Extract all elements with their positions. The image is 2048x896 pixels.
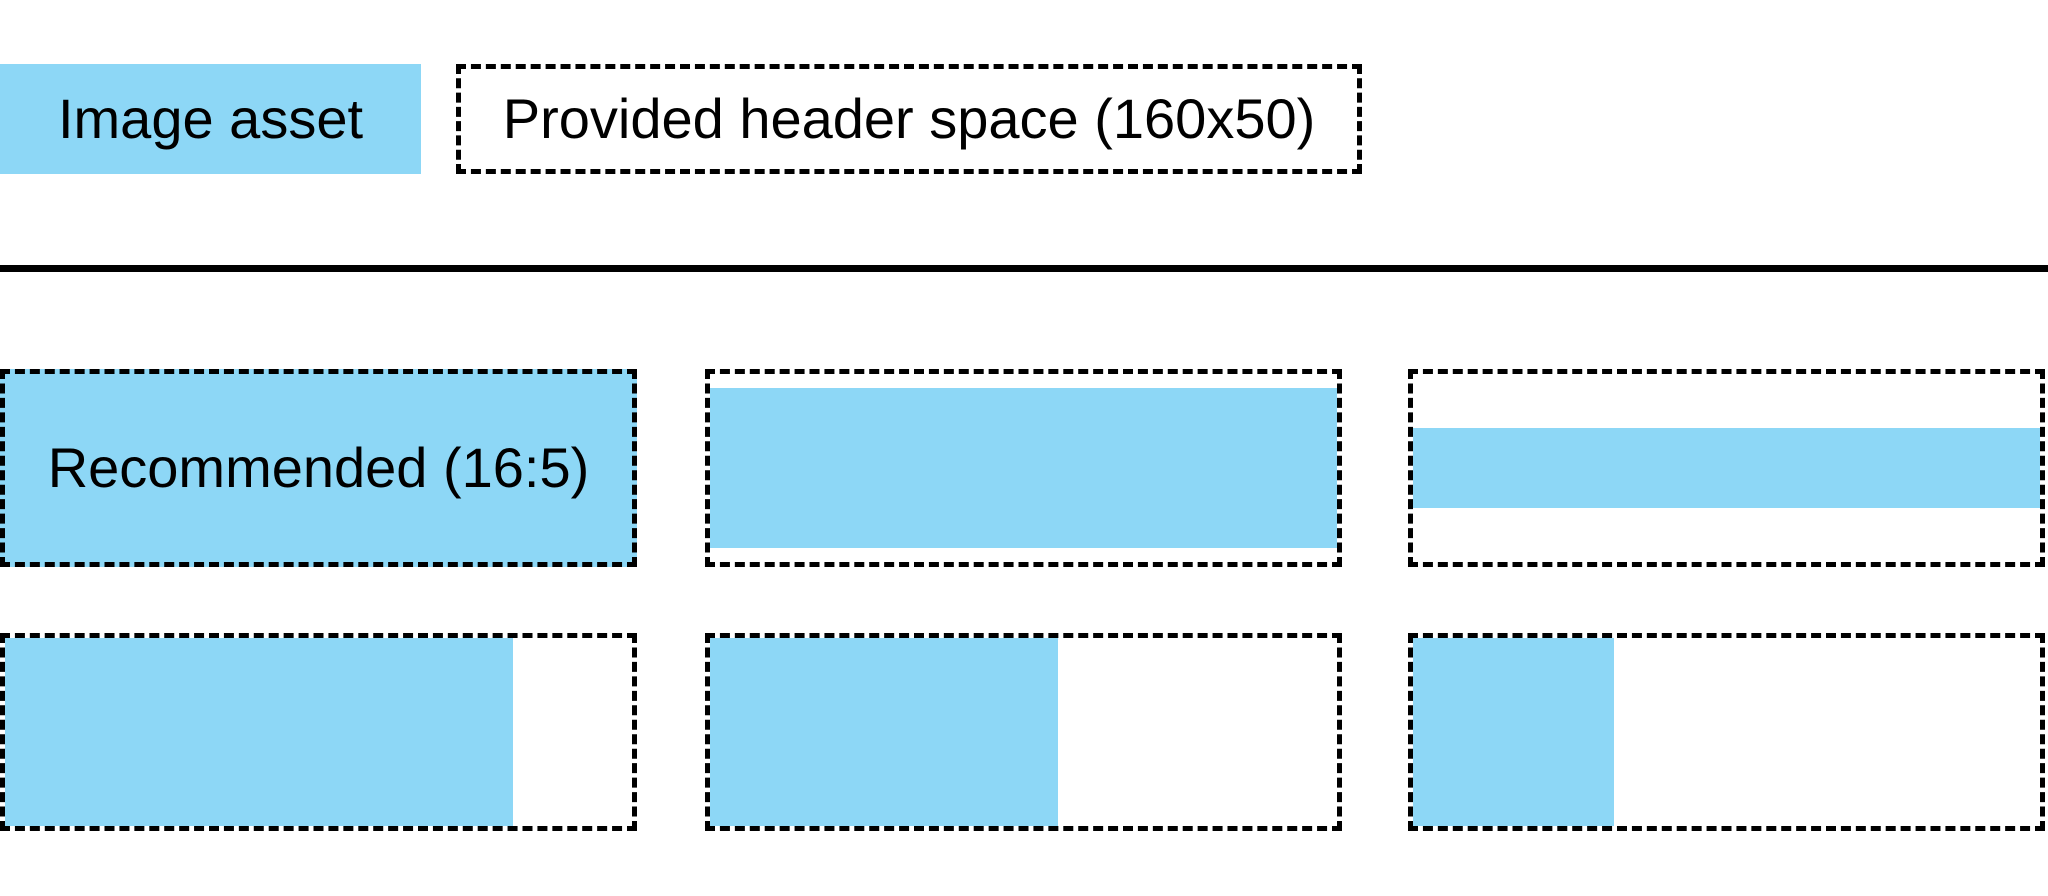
image-asset-fill	[710, 388, 1337, 548]
example-pillarbox-medium	[705, 633, 1342, 831]
image-asset-fill	[710, 638, 1058, 826]
example-letterbox-thick	[1408, 369, 2045, 567]
example-recommended-16-5: Recommended (16:5)	[0, 369, 637, 567]
section-divider	[0, 265, 2048, 272]
example-pillarbox-small	[0, 633, 637, 831]
legend-image-asset-swatch: Image asset	[0, 64, 421, 174]
legend-header-space-label: Provided header space (160x50)	[502, 87, 1316, 150]
image-asset-fill: Recommended (16:5)	[5, 374, 632, 562]
image-asset-fill	[1413, 427, 2040, 509]
image-asset-fill	[1413, 638, 1614, 826]
example-pillarbox-large	[1408, 633, 2045, 831]
legend-header-space-box: Provided header space (160x50)	[456, 64, 1362, 174]
image-asset-fill	[5, 638, 513, 826]
example-letterbox-thin	[705, 369, 1342, 567]
legend-image-asset-label: Image asset	[57, 87, 364, 150]
recommended-label: Recommended (16:5)	[47, 436, 590, 499]
